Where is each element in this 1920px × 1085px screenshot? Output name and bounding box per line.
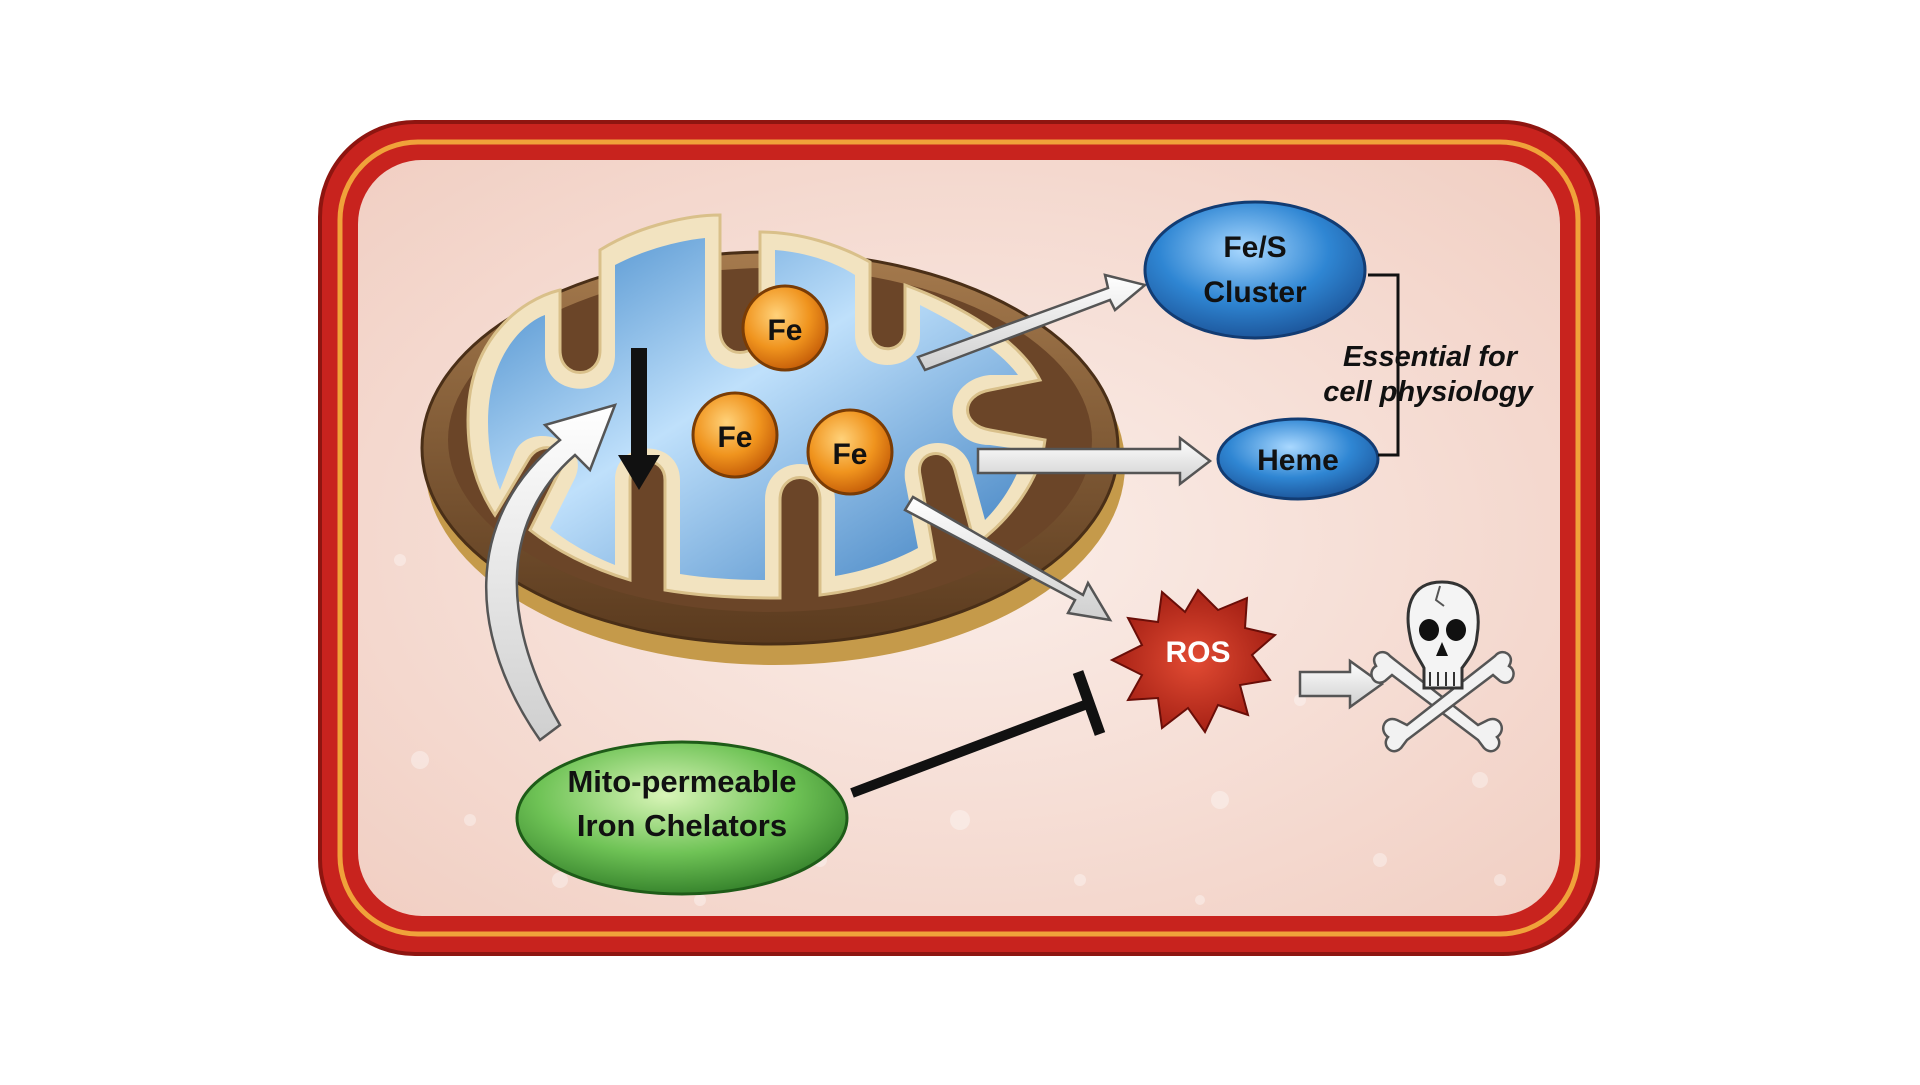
iron-label-1: Fe	[767, 314, 802, 347]
ros-label: ROS	[1165, 636, 1230, 669]
ros-starburst	[1109, 588, 1278, 734]
skull	[1406, 580, 1480, 690]
ros-node: ROS	[1109, 588, 1278, 734]
fes-cluster-node: Fe/S Cluster	[1143, 200, 1367, 340]
skull-crossbones-icon	[1370, 580, 1515, 753]
arrow-to-ros	[903, 495, 1113, 622]
heme-node: Heme	[1216, 417, 1380, 501]
iron-label-2: Fe	[717, 421, 752, 454]
chelators-label-line1: Mito-permeable	[567, 764, 796, 799]
iron-atom-3: Fe	[806, 408, 894, 496]
cell-inner-stripe	[337, 139, 1581, 937]
heme-label: Heme	[1257, 444, 1339, 477]
annotation-line2: cell physiology	[1323, 376, 1534, 408]
iron-label-3: Fe	[832, 438, 867, 471]
fes-label-line1: Fe/S	[1223, 231, 1286, 264]
chelator-entry-arrow	[485, 403, 618, 742]
essential-bracket	[1368, 273, 1400, 457]
iron-atom-2: Fe	[691, 391, 779, 479]
fes-label-line2: Cluster	[1203, 276, 1307, 309]
iron-import-arrow	[618, 348, 660, 490]
arrow-to-heme	[976, 435, 1213, 487]
arrow-to-death	[1298, 658, 1385, 710]
arrow-to-fes-cluster	[916, 273, 1148, 372]
annotation-line1: Essential for	[1343, 341, 1519, 373]
crossbones	[1370, 650, 1515, 753]
chelators-label-line2: Iron Chelators	[577, 808, 787, 843]
iron-chelators-node: Mito-permeable Iron Chelators	[515, 740, 849, 896]
inhibition-bar	[850, 670, 1106, 798]
iron-atom-1: Fe	[741, 284, 829, 372]
